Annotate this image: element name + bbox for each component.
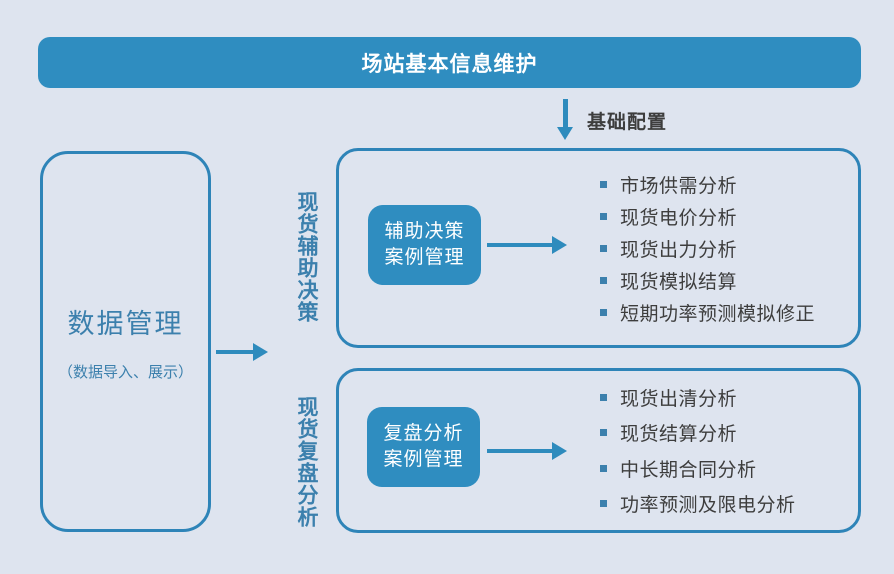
data-management-box: 数据管理 （数据导入、展示） xyxy=(40,151,211,532)
bullet-square-icon xyxy=(600,277,607,284)
list-item: 短期功率预测模拟修正 xyxy=(600,299,815,326)
down-arrow-icon xyxy=(557,99,574,140)
config-arrow-label: 基础配置 xyxy=(587,112,668,133)
list-item-label: 现货电价分析 xyxy=(620,208,738,229)
right-arrow-icon-group2 xyxy=(487,442,567,460)
down-arrow-shaft xyxy=(563,99,568,128)
group2-bullet-list: 现货出清分析 现货结算分析 中长期合同分析 功率预测及限电分析 xyxy=(600,384,796,517)
group1-box xyxy=(336,148,861,348)
bullet-square-icon xyxy=(600,499,607,507)
bullet-square-icon xyxy=(600,429,607,437)
arrow-head xyxy=(552,442,567,460)
group1-node-line1: 辅助决策 xyxy=(384,221,465,242)
list-item-label: 现货结算分析 xyxy=(620,424,738,446)
list-item-label: 功率预测及限电分析 xyxy=(620,494,796,516)
list-item: 中长期合同分析 xyxy=(600,455,796,482)
arrow-shaft xyxy=(487,449,553,453)
group2-box xyxy=(336,368,861,533)
data-management-title: 数据管理 xyxy=(67,308,184,339)
bullet-square-icon xyxy=(600,245,607,252)
list-item: 现货出力分析 xyxy=(600,235,815,262)
group1-node-line2: 案例管理 xyxy=(384,247,465,268)
list-item-label: 市场供需分析 xyxy=(620,176,738,197)
list-item: 功率预测及限电分析 xyxy=(600,490,796,517)
list-item: 现货模拟结算 xyxy=(600,267,815,294)
arrow-shaft xyxy=(216,350,254,354)
right-arrow-icon-main xyxy=(216,343,268,361)
list-item: 现货出清分析 xyxy=(600,384,796,411)
list-item-label: 现货出力分析 xyxy=(620,240,738,261)
list-item: 现货电价分析 xyxy=(600,203,815,230)
right-arrow-icon-group1 xyxy=(487,236,567,254)
arrow-head xyxy=(253,343,268,361)
bullet-square-icon xyxy=(600,213,607,220)
list-item-label: 短期功率预测模拟修正 xyxy=(620,304,816,325)
list-item-label: 现货模拟结算 xyxy=(620,272,738,293)
bullet-square-icon xyxy=(600,394,607,401)
arrow-shaft xyxy=(487,243,553,247)
list-item: 现货结算分析 xyxy=(600,419,796,446)
list-item-label: 现货出清分析 xyxy=(620,389,738,410)
bullet-square-icon xyxy=(600,464,607,472)
group2-node-line2: 案例管理 xyxy=(383,449,464,470)
group1-node: 辅助决策 案例管理 xyxy=(368,205,481,285)
group2-side-label: 现货复盘分析 xyxy=(295,396,318,528)
group1-bullet-list: 市场供需分析 现货电价分析 现货出力分析 现货模拟结算 短期功率预测模拟修正 xyxy=(600,171,815,326)
header-banner: 场站基本信息维护 xyxy=(38,37,861,88)
group2-node-line1: 复盘分析 xyxy=(383,423,464,444)
list-item: 市场供需分析 xyxy=(600,171,815,198)
data-management-subtitle: （数据导入、展示） xyxy=(57,363,193,381)
list-item-label: 中长期合同分析 xyxy=(620,459,757,481)
down-arrow-head xyxy=(557,127,573,140)
header-title: 场站基本信息维护 xyxy=(361,52,538,76)
arrow-head xyxy=(552,236,567,254)
bullet-square-icon xyxy=(600,181,607,188)
group2-node: 复盘分析 案例管理 xyxy=(367,407,480,487)
group1-side-label: 现货辅助决策 xyxy=(295,191,318,323)
bullet-square-icon xyxy=(600,309,607,316)
